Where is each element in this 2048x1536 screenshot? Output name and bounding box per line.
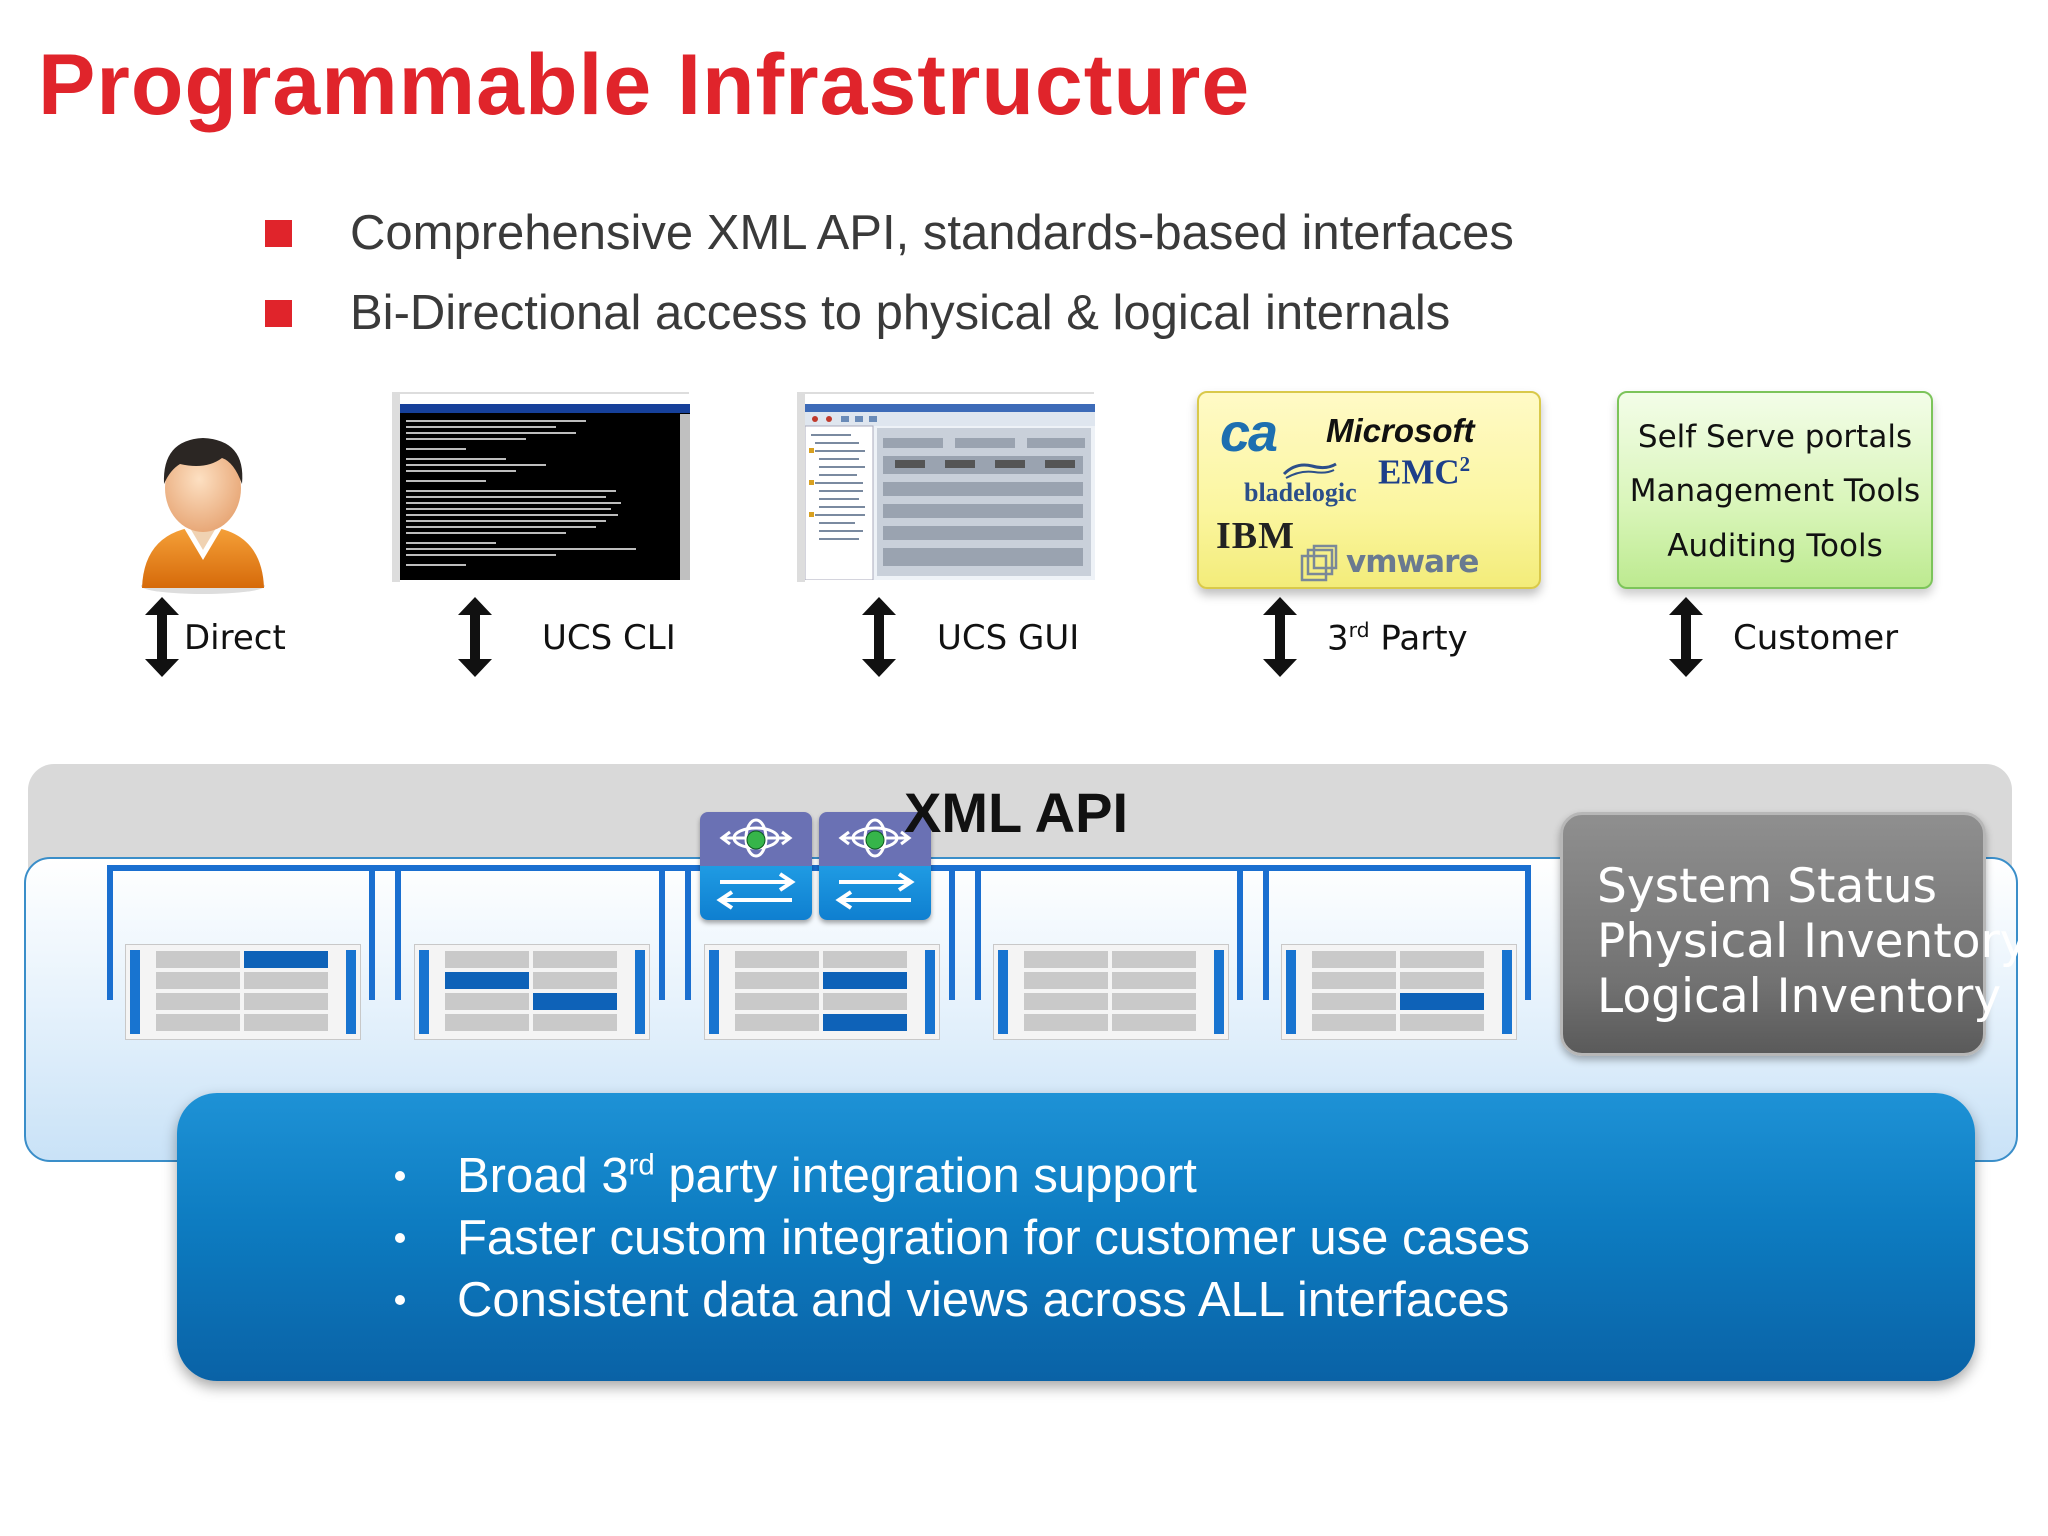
- bullet-text: Bi-Directional access to physical & logi…: [350, 286, 1451, 340]
- xml-api-title: XML API: [904, 781, 1129, 844]
- inventory-item: System Status: [1597, 859, 1937, 914]
- blade-chassis: [993, 944, 1229, 1040]
- benefit-item: Broad 3rd party integration support: [395, 1148, 1197, 1204]
- bullet-dot-icon: [395, 1233, 405, 1243]
- person-icon: [141, 438, 265, 594]
- bidirectional-arrow-icon: [458, 597, 492, 677]
- bidirectional-arrow-icon: [145, 597, 179, 677]
- customer-tool-item: Auditing Tools: [1667, 528, 1883, 564]
- client-label-third-party: 3rd Party: [1327, 618, 1468, 659]
- customer-tool-item: Self Serve portals: [1637, 419, 1913, 455]
- customer-tools-panel: Self Serve portals Management Tools Audi…: [1617, 391, 1933, 589]
- inventory-item: Logical Inventory: [1597, 969, 2002, 1024]
- gui-screenshot-image: [805, 404, 1095, 580]
- ca-logo: ca: [1220, 403, 1278, 463]
- client-label-gui: UCS GUI: [937, 618, 1080, 658]
- bullet-text: Comprehensive XML API, standards-based i…: [350, 206, 1514, 260]
- fabric-interconnect-switch-icon: [819, 812, 931, 920]
- bullet-dot-icon: [395, 1171, 405, 1181]
- bladelogic-swoosh-icon: [1282, 462, 1337, 479]
- bullet-item: Bi-Directional access to physical & logi…: [265, 285, 1450, 341]
- inventory-item: Physical Inventory: [1597, 914, 2028, 969]
- benefit-item: Consistent data and views across ALL int…: [395, 1272, 1509, 1328]
- client-label-direct: Direct: [184, 618, 286, 658]
- bidirectional-arrow-icon: [862, 597, 896, 677]
- slide-title: Programmable Infrastructure: [38, 37, 1251, 133]
- connection-lines: [107, 865, 1531, 1000]
- client-label-cli: UCS CLI: [542, 618, 676, 658]
- bullet-square-icon: [265, 299, 292, 327]
- third-party-vendors-panel: [1197, 391, 1541, 589]
- benefit-item: Faster custom integration for customer u…: [395, 1210, 1530, 1266]
- microsoft-logo: Microsoft: [1326, 412, 1475, 449]
- bullet-item: Comprehensive XML API, standards-based i…: [265, 205, 1514, 261]
- blade-chassis: [1281, 944, 1517, 1040]
- fabric-interconnect-switch-icon: [700, 812, 812, 920]
- bullet-square-icon: [265, 219, 292, 247]
- bullet-dot-icon: [395, 1295, 405, 1305]
- vmware-logo: vmware: [1346, 544, 1479, 580]
- blade-chassis: [414, 944, 650, 1040]
- customer-tool-item: Management Tools: [1629, 473, 1921, 509]
- benefits-box: [177, 1093, 1975, 1381]
- vmware-boxes-icon: [1300, 544, 1338, 582]
- cli-screenshot-image: [400, 404, 690, 580]
- blade-chassis: [704, 944, 940, 1040]
- bladelogic-logo: bladelogic: [1244, 478, 1357, 507]
- bidirectional-arrow-icon: [1669, 597, 1703, 677]
- emc-logo: EMC2: [1378, 452, 1471, 492]
- bidirectional-arrow-icon: [1263, 597, 1297, 677]
- blade-chassis: [125, 944, 361, 1040]
- inventory-box: System Status Physical Inventory Logical…: [1560, 812, 2028, 1056]
- client-label-customer: Customer: [1733, 618, 1899, 658]
- ibm-logo: IBM: [1216, 515, 1295, 557]
